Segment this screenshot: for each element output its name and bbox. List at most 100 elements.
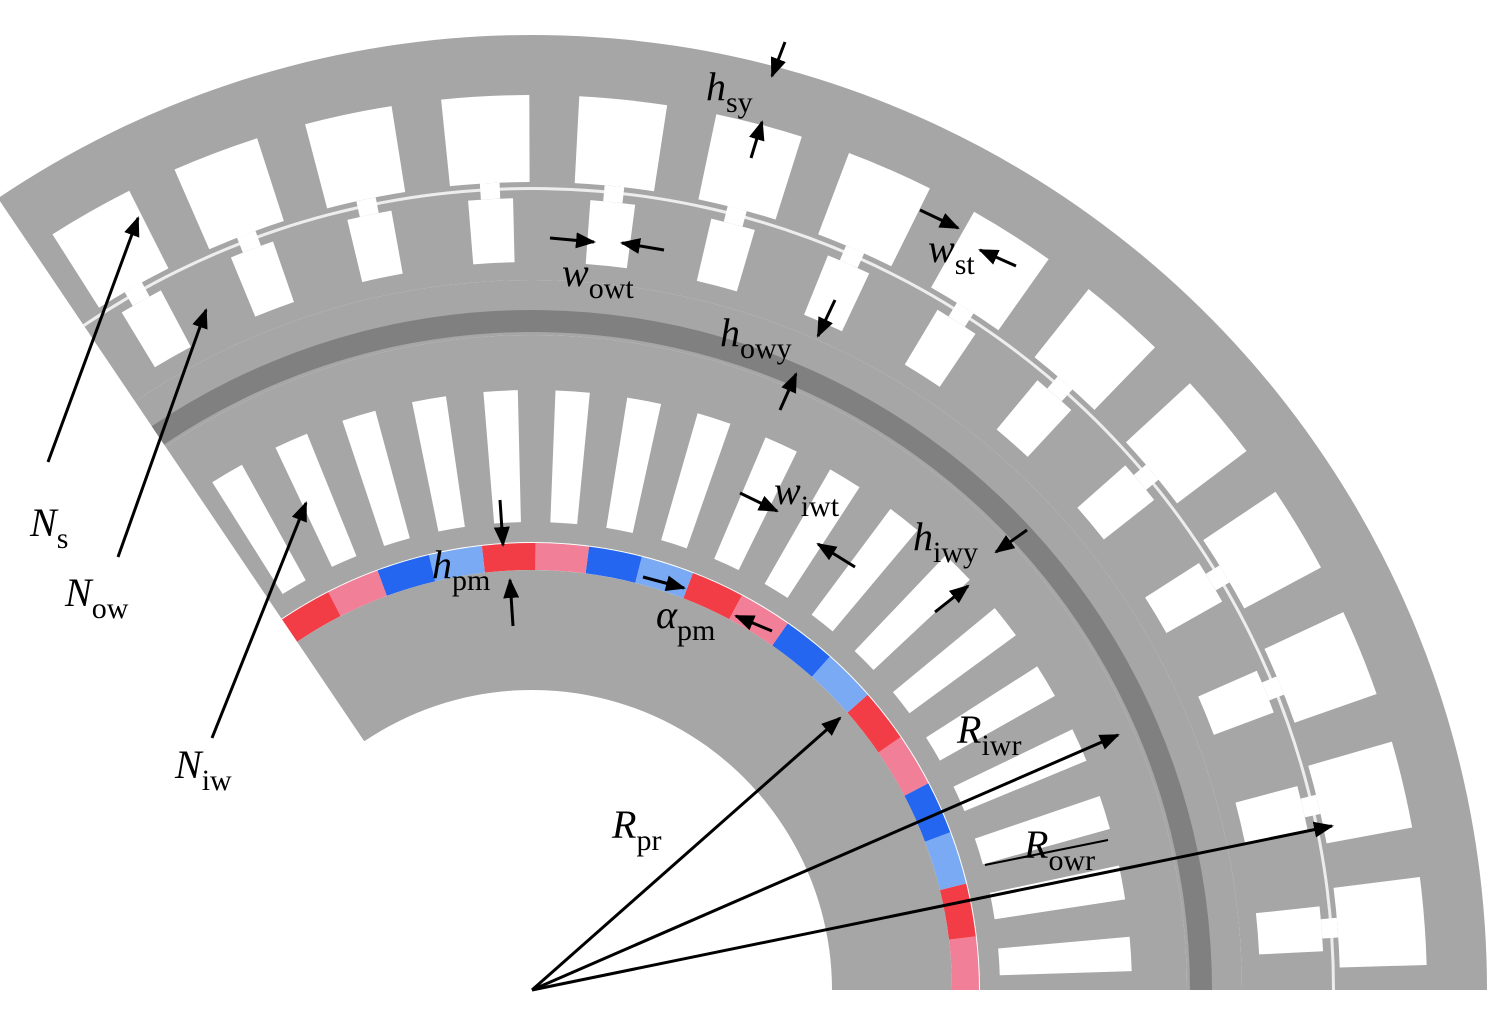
hiwy-arrow-top (994, 528, 1028, 554)
pm-segment (585, 546, 642, 583)
iw-slot (998, 936, 1132, 976)
outer-slot (1308, 741, 1413, 844)
iw-slot (342, 410, 410, 546)
label-hpm-symbol: h (432, 542, 452, 587)
iw-slot (926, 666, 1055, 761)
outer-slot (1034, 289, 1156, 410)
label-Rowr-subscript: owr (1048, 844, 1095, 877)
dimension-arrows (46, 41, 1334, 992)
wst-arrow-left (919, 208, 960, 230)
ow-slot (347, 210, 403, 283)
wiwt-arrow-left (739, 491, 779, 513)
label-wowt: wowt (562, 250, 634, 305)
label-Niw: Niw (174, 742, 232, 797)
iw-slot (854, 555, 970, 671)
pm-segment (878, 737, 929, 796)
pm-segment (772, 623, 830, 677)
label-wst-symbol: w (928, 226, 955, 271)
label-Ns: Ns (29, 500, 68, 555)
label-wst-subscript: st (955, 248, 976, 281)
outer-slot (818, 153, 930, 267)
outer-slot (1333, 876, 1427, 968)
bridge-gap (356, 197, 379, 217)
ns-arrow (46, 216, 140, 463)
outer-slot (1264, 612, 1377, 723)
hsy-arrow-bottom (749, 120, 765, 159)
label-alphapm-symbol: α (656, 592, 678, 637)
dimension-labels: hsywowtwsthowywiwthiwyhpmαpmRprRiwrRowrN… (29, 64, 1095, 877)
outer-slot (1203, 491, 1321, 609)
iw-slot (989, 865, 1126, 920)
label-hiwy: hiwy (913, 514, 978, 569)
alphapm-arrow-right (734, 614, 773, 633)
ow-slot (996, 380, 1072, 457)
pm-segment (683, 573, 742, 620)
howy-arrow-bottom (778, 372, 798, 411)
label-Now-subscript: ow (92, 592, 129, 625)
ow-slot (121, 290, 191, 368)
hsy-arrow-top (770, 41, 787, 78)
hpm-arrow-bottom (503, 578, 520, 627)
iw-slot (606, 397, 662, 533)
label-Rpr-subscript: pr (636, 824, 661, 857)
label-wowt-symbol: w (562, 250, 589, 295)
inner-stator-body (165, 335, 1188, 990)
outer-slot (698, 114, 802, 220)
label-Ns-subscript: s (57, 522, 69, 555)
label-Rowr-symbol: R (1023, 822, 1048, 867)
label-Ns-symbol: N (29, 500, 59, 545)
label-hpm: hpm (432, 542, 490, 597)
motor-geometry (0, 35, 1487, 991)
pm-segment (939, 883, 976, 940)
ow-slot (1198, 670, 1274, 735)
pm-segment (924, 832, 967, 890)
bridge-gap (1300, 794, 1321, 818)
bridge-gap (603, 185, 625, 204)
alphapm-arrow-left (642, 575, 686, 592)
pm-segment (847, 694, 901, 753)
rowr-leader (984, 839, 1109, 866)
pm-segment (428, 545, 485, 582)
label-alphapm-subscript: pm (677, 614, 715, 647)
outer-slot (441, 95, 530, 187)
iw-slot (412, 396, 465, 532)
pm-segment (377, 555, 436, 596)
iw-slot (764, 469, 860, 598)
label-hiwy-symbol: h (913, 514, 933, 559)
ow-slot (230, 241, 294, 317)
ow-slot (1145, 562, 1223, 633)
label-Rowr: Rowr (1023, 822, 1095, 877)
label-Rpr-symbol: R (611, 802, 636, 847)
hiwy-arrow-bottom (934, 584, 970, 614)
label-Riwr-symbol: R (956, 707, 981, 752)
pm-segment (811, 656, 868, 713)
iw-slot (661, 413, 731, 549)
wst-arrow-right (978, 248, 1017, 268)
outer-slot (305, 106, 406, 209)
label-wowt-subscript: owt (589, 272, 635, 305)
iw-slot (275, 433, 357, 567)
ow-slot (1077, 465, 1155, 540)
middle-dark-band (151, 310, 1213, 990)
pm-segment (729, 595, 788, 646)
outer-slot (574, 96, 668, 192)
iw-slot (483, 390, 521, 524)
label-Niw-symbol: N (174, 742, 204, 787)
label-alphapm: αpm (656, 592, 715, 647)
iw-slot (811, 508, 918, 632)
ow-slot (1235, 786, 1308, 843)
now-arrow (116, 308, 208, 558)
pm-segment (282, 592, 341, 642)
rowr-arrow (531, 821, 1334, 992)
outer-slot (174, 138, 284, 250)
label-hsy-subscript: sy (726, 86, 753, 119)
label-hsy-symbol: h (706, 64, 726, 109)
label-Now: Now (64, 570, 129, 625)
ow-slot (468, 198, 515, 265)
ow-slot (904, 309, 976, 387)
rotor-core (297, 570, 952, 990)
label-hsy: hsy (706, 64, 753, 119)
iw-slot (974, 795, 1110, 865)
